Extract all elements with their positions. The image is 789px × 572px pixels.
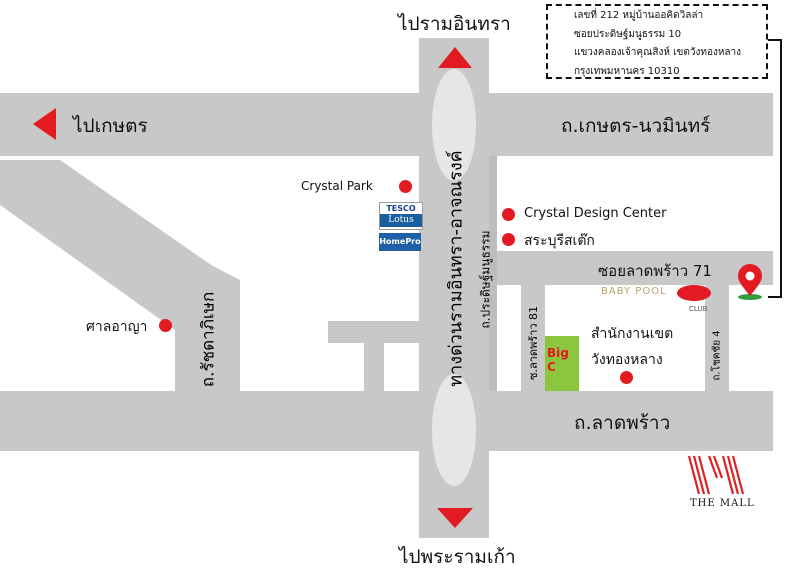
prasert-road [489, 156, 497, 391]
address-box: เลขที่ 212 หมู่บ้านออคิดวิลล่า ซอยประดิษ… [546, 4, 768, 79]
lat-phrao-road [0, 391, 773, 451]
connector-line [768, 39, 782, 298]
soi-81-label: ซ.ลาดพร้าว 81 [527, 305, 540, 381]
side-road-left [328, 321, 419, 343]
the-mall-logo-icon [687, 455, 745, 495]
kaset-nawamin-label: ถ.เกษตร-นวมินทร์ [561, 115, 711, 137]
crystal-design-label: Crystal Design Center [524, 206, 667, 221]
expressway-interchange-bottom [432, 374, 476, 486]
address-line-4: กรุงเทพมหานคร 10310 [574, 65, 680, 77]
saraburi-marker [502, 233, 515, 246]
bigc-logo: Big C [545, 336, 579, 391]
address-line-3: แขวงคลองเจ้าคุณสิงห์ เขตวังทองหลาง [574, 47, 742, 58]
tesco-logo-text: TESCO [386, 204, 416, 213]
kaset-nawamin-road [0, 93, 773, 156]
club-badge-icon [677, 285, 711, 301]
south-arrow-icon [437, 508, 473, 528]
north-arrow-icon [438, 47, 472, 68]
soi-81-road [521, 285, 545, 391]
lotus-logo-text: Lotus [380, 214, 422, 227]
chokchai-label: ถ.โชคชัย 4 [711, 330, 723, 381]
court-marker [159, 319, 172, 332]
expressway-label: ทางด่วนรามอินทรา-อาจณรงค์ [445, 150, 467, 387]
crystal-design-marker [502, 208, 515, 221]
prasert-label: ถ.ประดิษฐ์มนูธรรม [478, 230, 493, 329]
crystal-park-label: Crystal Park [301, 179, 373, 193]
west-arrow-icon [33, 108, 56, 140]
homepro-logo: HomePro [379, 233, 421, 251]
district-office-line1: สำนักงานเขต [591, 326, 674, 342]
address-line-1: เลขที่ 212 หมู่บ้านออคิดวิลล่า [574, 10, 704, 21]
tesco-lotus-logo: TESCO Lotus [379, 202, 423, 230]
location-pin-icon [738, 264, 762, 300]
west-direction-label: ไปเกษตร [73, 115, 148, 137]
north-direction-label: ไปรามอินทรา [398, 13, 511, 35]
ratchada-label: ถ.รัชดาภิเษก [198, 291, 219, 388]
chokchai-road [705, 285, 729, 391]
address-line-2: ซอยประดิษฐ์มนูธรรม 10 [574, 28, 682, 40]
court-label: ศาลอาญา [86, 319, 148, 335]
soi-71-label: ซอยลาดพร้าว 71 [598, 262, 712, 280]
side-road-left-down [364, 343, 384, 391]
saraburi-label: สระบุรีสเต๊ก [524, 233, 595, 249]
the-mall-label: THE MALL [690, 498, 755, 509]
district-office-marker [620, 371, 633, 384]
south-direction-label: ไปพระรามเก้า [399, 546, 516, 568]
district-office-line2: วังทองหลาง [591, 352, 663, 368]
ratchada-road-upper [0, 160, 240, 300]
baby-pool-logo: BABY POOL [601, 286, 667, 297]
lat-phrao-label: ถ.ลาดพร้าว [574, 412, 671, 434]
expressway-interchange-top [432, 69, 476, 181]
club-logo-text: CLUB [689, 305, 708, 313]
crystal-park-marker [399, 180, 412, 193]
bigc-logo-text: Big C [547, 346, 569, 374]
soi-lat-phrao-71-road [489, 251, 773, 285]
